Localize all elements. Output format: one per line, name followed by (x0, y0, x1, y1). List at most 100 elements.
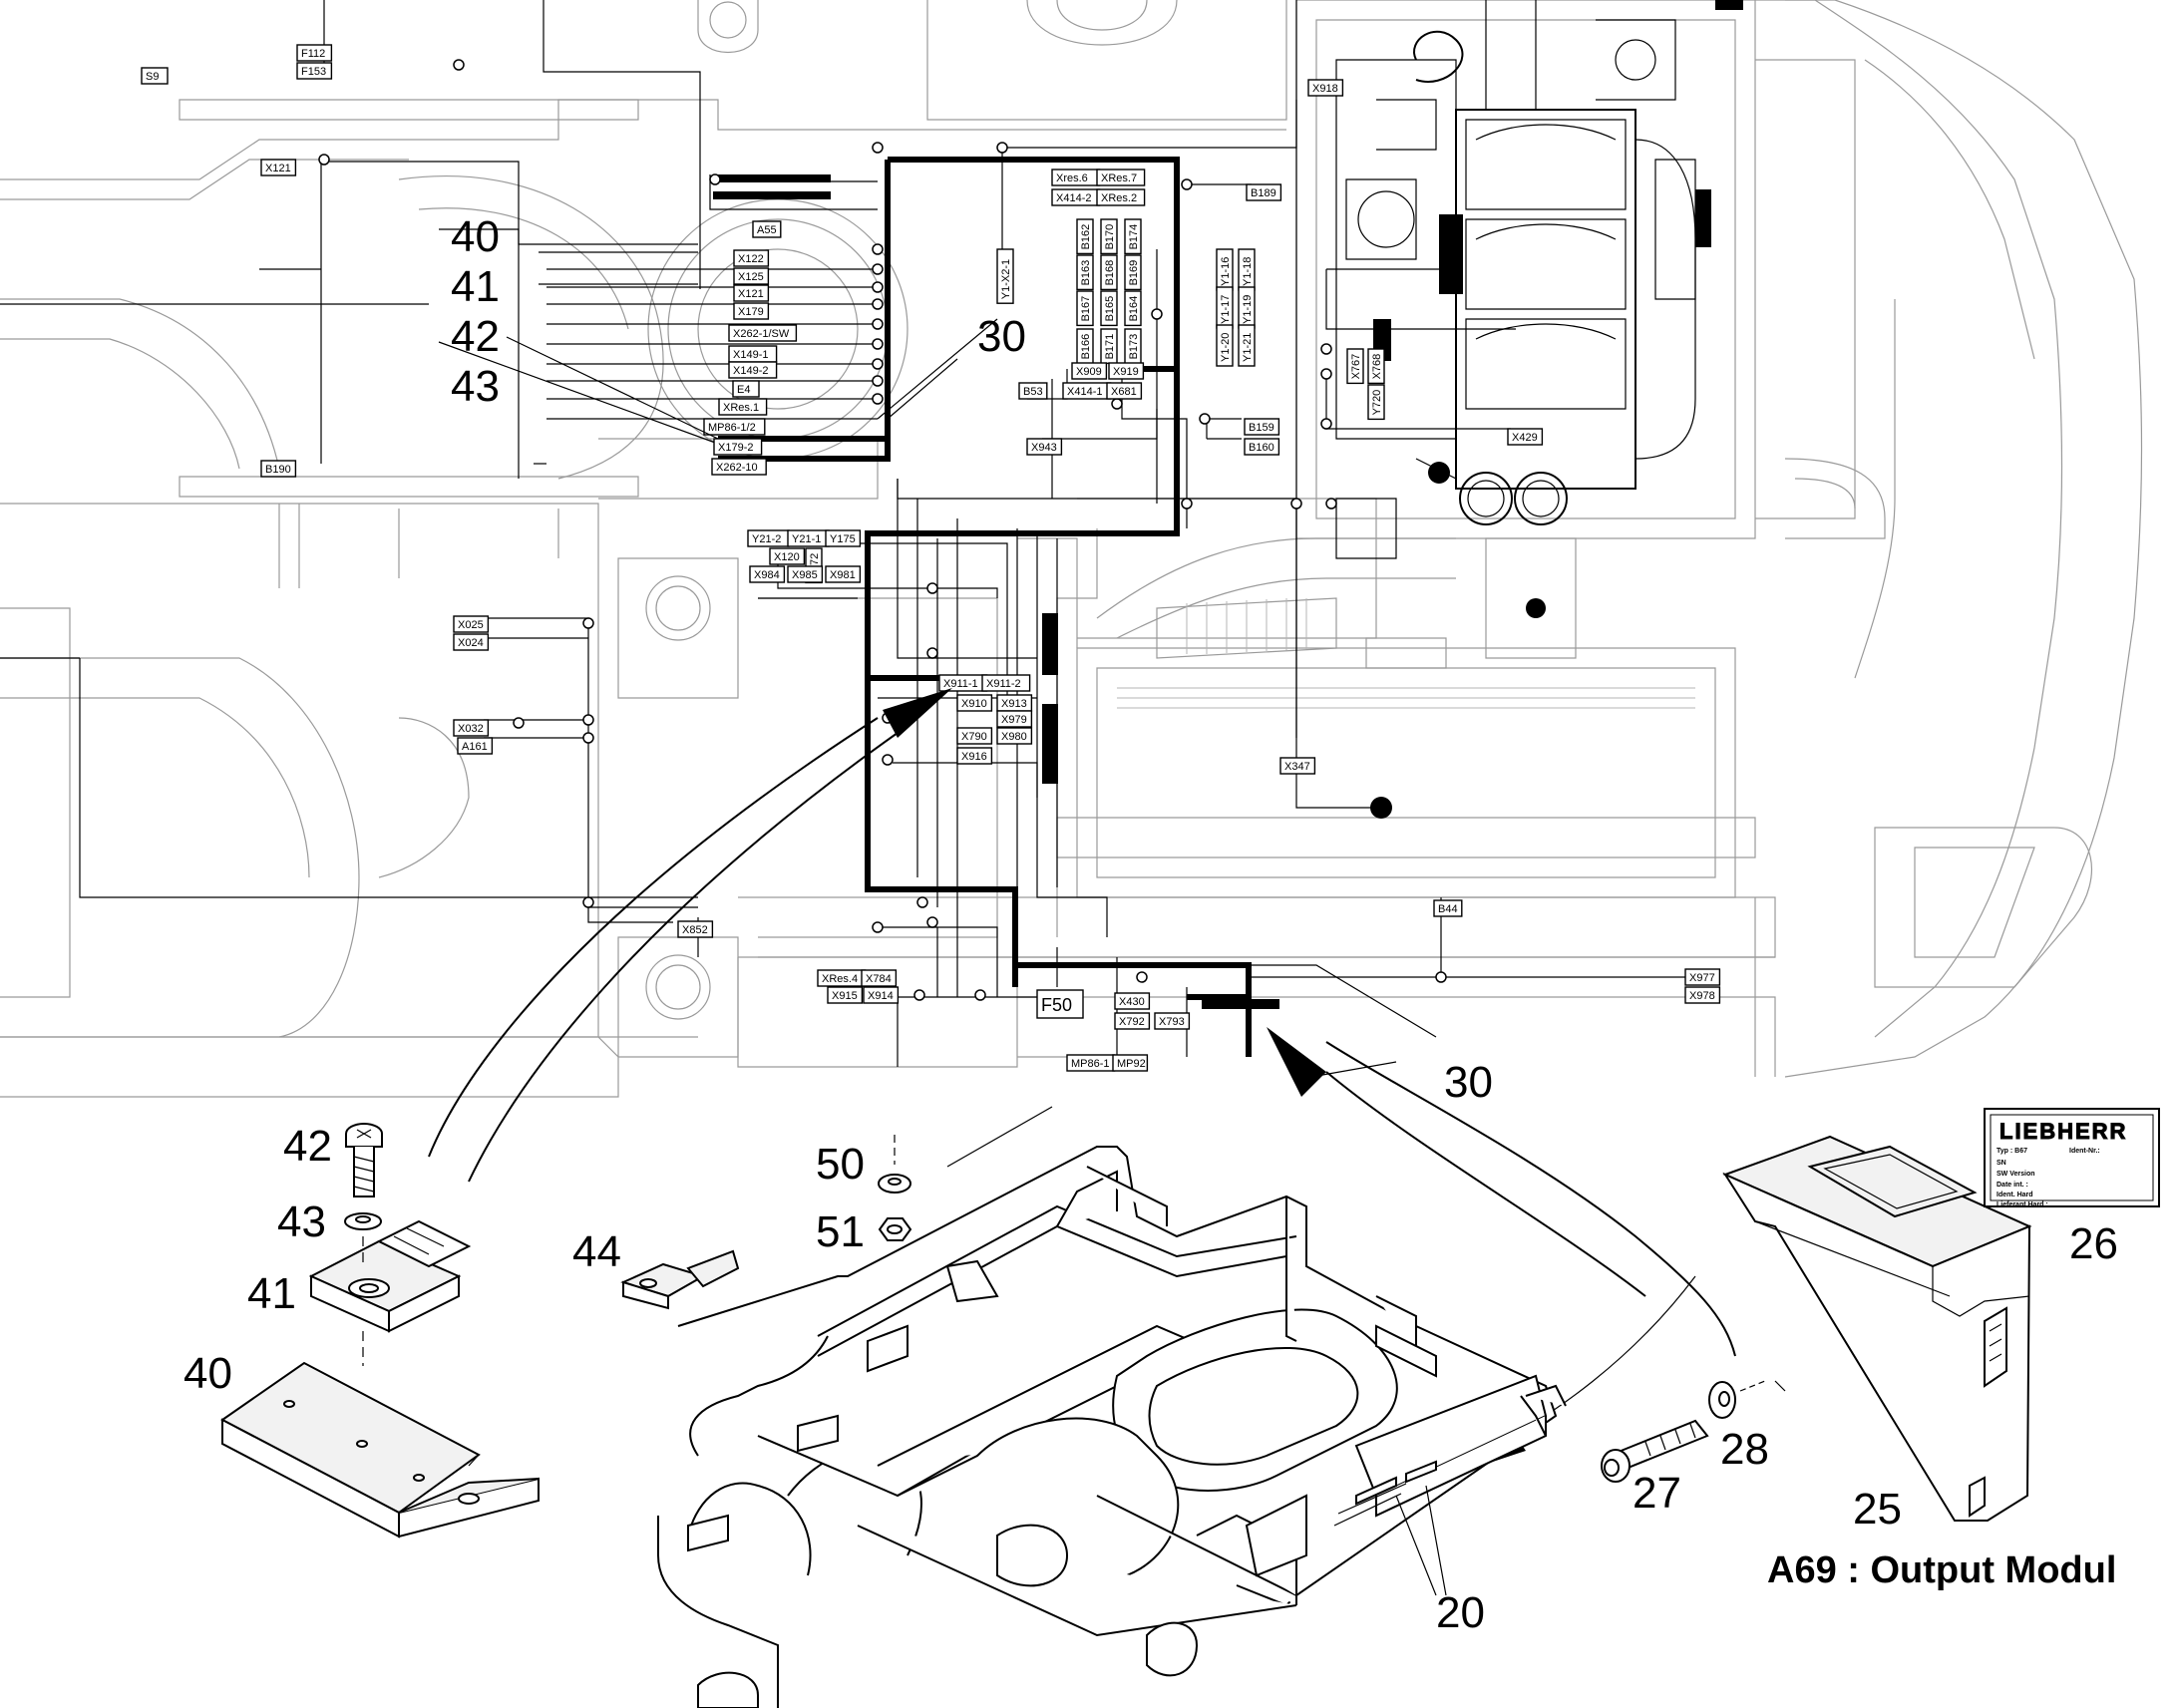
connector-tag-label: B190 (265, 464, 291, 476)
connector-tag: F153 (296, 62, 333, 80)
connector-tag: B164 (1124, 290, 1142, 327)
callout-20: 20 (1436, 1588, 1485, 1637)
connector-tag: X149-2 (728, 361, 778, 379)
connector-tag-label: MP86-1/2 (708, 422, 756, 434)
connector-tag: X125 (733, 267, 770, 285)
callout-41-upper: 41 (451, 262, 500, 311)
connector-tag: X120 (769, 547, 806, 565)
connector-tag: F50 (1036, 989, 1084, 1019)
connector-tag-label: X915 (832, 990, 858, 1002)
connector-tag-label: B168 (1104, 260, 1116, 286)
connector-tag-label: X914 (868, 990, 894, 1002)
connector-tag-label: X784 (866, 973, 892, 985)
connector-tag-label: Y1-X2-1 (1000, 259, 1012, 299)
connector-tag: B174 (1124, 218, 1142, 255)
connector-tag: Y1-X2-1 (996, 248, 1014, 304)
connector-tag-label: B171 (1104, 334, 1116, 360)
connector-tag: X792 (1114, 1012, 1151, 1030)
connector-tag-label: X120 (774, 551, 800, 563)
connector-tag: X914 (863, 986, 900, 1004)
connector-tag: X913 (996, 694, 1033, 712)
connector-tag: X032 (453, 719, 490, 737)
connector-tag: Y1-21 (1238, 324, 1256, 367)
connector-tag-label: B169 (1128, 260, 1140, 286)
callout-42-upper: 42 (451, 312, 500, 361)
connector-tag-label: X347 (1284, 761, 1310, 773)
connector-tag-label: Y1-16 (1220, 257, 1232, 286)
connector-tag: B160 (1244, 438, 1280, 456)
connector-tag: X943 (1026, 438, 1063, 456)
connector-tag-label: X768 (1371, 354, 1383, 380)
connector-tag-label: X979 (1001, 714, 1027, 726)
connector-tag: X024 (453, 633, 490, 651)
connector-tag: X911-1 (938, 674, 988, 692)
connector-tag: MP86-1/2 (703, 418, 766, 436)
connector-tag-label: B160 (1249, 442, 1274, 454)
connector-tag-label: B189 (1251, 187, 1276, 199)
nameplate-brand: LIEBHERR (1999, 1119, 2127, 1144)
connector-tag: X179 (733, 302, 770, 320)
connector-tag-label: B162 (1080, 224, 1092, 250)
part-20-frame (657, 1146, 1567, 1708)
engine-black-marks (713, 0, 1743, 1009)
connector-tag: B166 (1076, 328, 1094, 365)
nameplate-line-4: SW Version (1997, 1171, 2035, 1178)
connector-tag: X429 (1507, 428, 1544, 446)
connector-tag: X347 (1279, 757, 1316, 775)
connector-tag-label: X429 (1512, 432, 1538, 444)
connector-tag: B167 (1076, 290, 1094, 327)
connector-tag: X909 (1071, 362, 1108, 380)
connector-tag: B189 (1246, 183, 1282, 201)
nameplate-line-7: Lieferant Hard : (1997, 1201, 2048, 1208)
callout-41: 41 (247, 1269, 296, 1318)
connector-tag: Y1-19 (1238, 286, 1256, 329)
part-51-nut (878, 1217, 912, 1241)
connector-tag-label: X032 (458, 723, 484, 735)
connector-tag-label: XRes.2 (1101, 192, 1137, 204)
connector-tag: X793 (1154, 1012, 1191, 1030)
connector-tag-label: X179 (738, 306, 764, 318)
connector-tag: Y1-17 (1216, 286, 1234, 329)
connector-tag: F112 (296, 44, 333, 62)
connector-tag: X784 (861, 969, 898, 987)
connector-tag: A161 (457, 737, 494, 755)
callout-50: 50 (816, 1140, 865, 1189)
connector-tag-label: B163 (1080, 260, 1092, 286)
connector-tag-label: X909 (1076, 366, 1102, 378)
connector-tag: X985 (787, 565, 824, 583)
part-28-washer (1708, 1380, 1766, 1419)
connector-tag: X414-1 (1062, 382, 1112, 400)
connector-tag-label: X121 (265, 163, 291, 174)
connector-tag-label: X943 (1031, 442, 1057, 454)
connector-tag-label: A55 (757, 224, 777, 236)
connector-tag: Xres.6 (1051, 169, 1101, 186)
connector-tag-label: X414-2 (1056, 192, 1091, 204)
connector-tag-label: X414-1 (1067, 386, 1102, 398)
callout-30-lower: 30 (1444, 1058, 1493, 1107)
connector-tag: X121 (733, 284, 770, 302)
connector-tag-label: Y720 (1371, 390, 1383, 416)
connector-tag: X981 (825, 565, 862, 583)
connector-tag-label: X122 (738, 253, 764, 265)
part-41-clamp (308, 1219, 472, 1366)
callout-43-upper: 43 (451, 362, 500, 411)
connector-tag: X910 (956, 694, 993, 712)
connector-tag: X122 (733, 249, 770, 267)
connector-tag-label: X149-2 (733, 365, 768, 377)
part-50-washer (878, 1135, 911, 1194)
connector-tag: S9 (141, 67, 169, 85)
connector-tag-label: X025 (458, 619, 484, 631)
connector-tag-label: X024 (458, 637, 484, 649)
part-27-screw (1601, 1419, 1709, 1483)
connector-tag: MP86-1 (1066, 1054, 1116, 1072)
connector-tag-label: X793 (1159, 1016, 1185, 1028)
connector-tag: X179-2 (713, 438, 763, 456)
connector-tag-label: B166 (1080, 334, 1092, 360)
connector-tag-label: X681 (1111, 386, 1137, 398)
connector-tag: XRes.1 (718, 398, 768, 416)
connector-tag: X430 (1114, 992, 1151, 1010)
connector-tag: Y1-20 (1216, 324, 1234, 367)
connector-tag: X790 (956, 727, 993, 745)
connector-tag-label: B44 (1438, 903, 1458, 915)
connector-tag-label: B173 (1128, 334, 1140, 360)
